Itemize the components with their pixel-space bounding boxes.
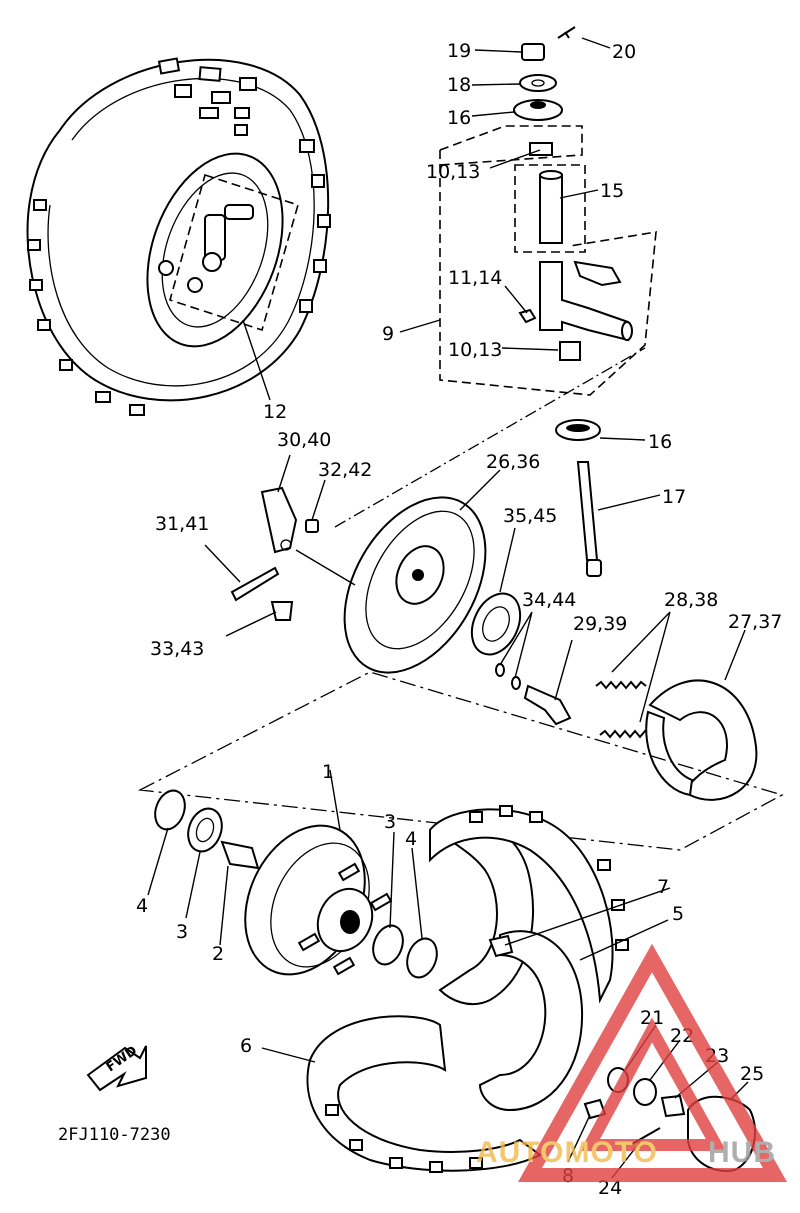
label-4-right: 4	[405, 828, 417, 850]
return-spring-2	[599, 729, 651, 739]
o-ring-1	[495, 663, 505, 677]
lever-bolt	[230, 566, 280, 602]
label-29-39: 29,39	[573, 613, 627, 635]
label-33-43: 33,43	[150, 638, 204, 660]
bushing-top	[529, 142, 553, 156]
label-34-44: 34,44	[522, 589, 576, 611]
label-2: 2	[212, 943, 224, 965]
label-27-37: 27,37	[728, 611, 782, 633]
bushing-bottom	[559, 341, 581, 361]
tire-half-upper	[429, 808, 614, 1004]
forward-arrow: FWD	[86, 1043, 147, 1092]
tire-tread-edge	[47, 77, 315, 387]
label-4-left: 4	[136, 895, 148, 917]
hub-detail-box	[169, 173, 299, 332]
label-32-42: 32,42	[318, 459, 372, 481]
dust-seal-top	[513, 99, 563, 121]
label-26-36: 26,36	[486, 451, 540, 473]
label-1: 1	[322, 761, 334, 783]
label-7: 7	[657, 876, 669, 898]
label-20: 20	[612, 41, 636, 63]
knuckle-group	[334, 26, 657, 577]
label-31-41: 31,41	[155, 513, 209, 535]
brake-frame	[137, 671, 784, 851]
label-25: 25	[740, 1063, 764, 1085]
watermark-text-automoto: AUTOMOTO	[476, 1136, 658, 1169]
axle-plate-washer	[633, 1078, 657, 1106]
group-9-top-box	[439, 125, 583, 166]
lower-tread-lugs	[325, 805, 629, 1173]
label-9: 9	[382, 323, 394, 345]
kingpin-bolt	[576, 461, 599, 561]
bearing-left	[187, 807, 223, 853]
label-15: 15	[600, 180, 624, 202]
brake-shoes	[648, 679, 758, 801]
tread-lugs	[27, 57, 331, 416]
label-12: 12	[263, 401, 287, 423]
tire-assembly-top	[26, 57, 331, 416]
lever-nut	[305, 519, 319, 533]
valve-stem	[488, 934, 514, 958]
label-17: 17	[662, 486, 686, 508]
spacer	[220, 840, 260, 870]
brake-panel-group	[137, 486, 784, 851]
label-28-38: 28,38	[664, 589, 718, 611]
watermark-text-hub: HUB	[708, 1136, 776, 1169]
lever-washer	[270, 601, 294, 621]
watermark-triangle-inner	[579, 1017, 727, 1151]
seal-right	[406, 937, 438, 979]
bearing-right	[372, 924, 404, 966]
brake-cam	[523, 684, 572, 726]
group-15-box	[514, 164, 586, 253]
rim-outer-half	[438, 820, 534, 1006]
tire-outline	[26, 58, 330, 402]
seal-left	[154, 789, 186, 831]
label-30-40: 30,40	[277, 429, 331, 451]
label-35-45: 35,45	[503, 505, 557, 527]
leader-lines	[147, 37, 749, 1179]
part-number-labels: 19 20 18 16 10,13 15 11,14 9 10,13 12 16…	[58, 40, 782, 1199]
rim-inner-half	[478, 930, 584, 1112]
automotohub-watermark: AUTOMOTO HUB	[476, 943, 788, 1182]
label-18: 18	[447, 74, 471, 96]
label-3-right: 3	[384, 811, 396, 833]
label-19: 19	[447, 40, 471, 62]
kingpin-sleeve	[539, 174, 563, 244]
label-16-top: 16	[447, 107, 471, 129]
label-24: 24	[598, 1177, 622, 1199]
hub-assembly-bottom: FWD	[86, 789, 756, 1173]
wheel-rim-outer	[146, 152, 284, 348]
cotter-pin-top	[557, 26, 576, 39]
label-16-bottom: 16	[648, 431, 672, 453]
axle-castle-nut	[660, 1094, 686, 1118]
label-10-13-bottom: 10,13	[448, 339, 502, 361]
drawing-code: 2FJ110-7230	[58, 1125, 171, 1145]
label-6: 6	[240, 1035, 252, 1057]
label-5: 5	[672, 903, 684, 925]
castle-nut	[521, 43, 545, 61]
wheel-rim-inner	[161, 172, 269, 328]
label-11-14: 11,14	[448, 267, 502, 289]
label-3-left: 3	[176, 921, 188, 943]
washer-18	[519, 74, 557, 92]
label-10-13-top: 10,13	[426, 161, 480, 183]
o-ring-2	[511, 676, 521, 690]
return-spring-1	[595, 680, 647, 690]
tire-half-lower	[306, 1015, 542, 1172]
grease-nipple	[518, 308, 537, 324]
oil-seal	[470, 592, 522, 656]
watermark-triangle-outer	[518, 943, 788, 1182]
